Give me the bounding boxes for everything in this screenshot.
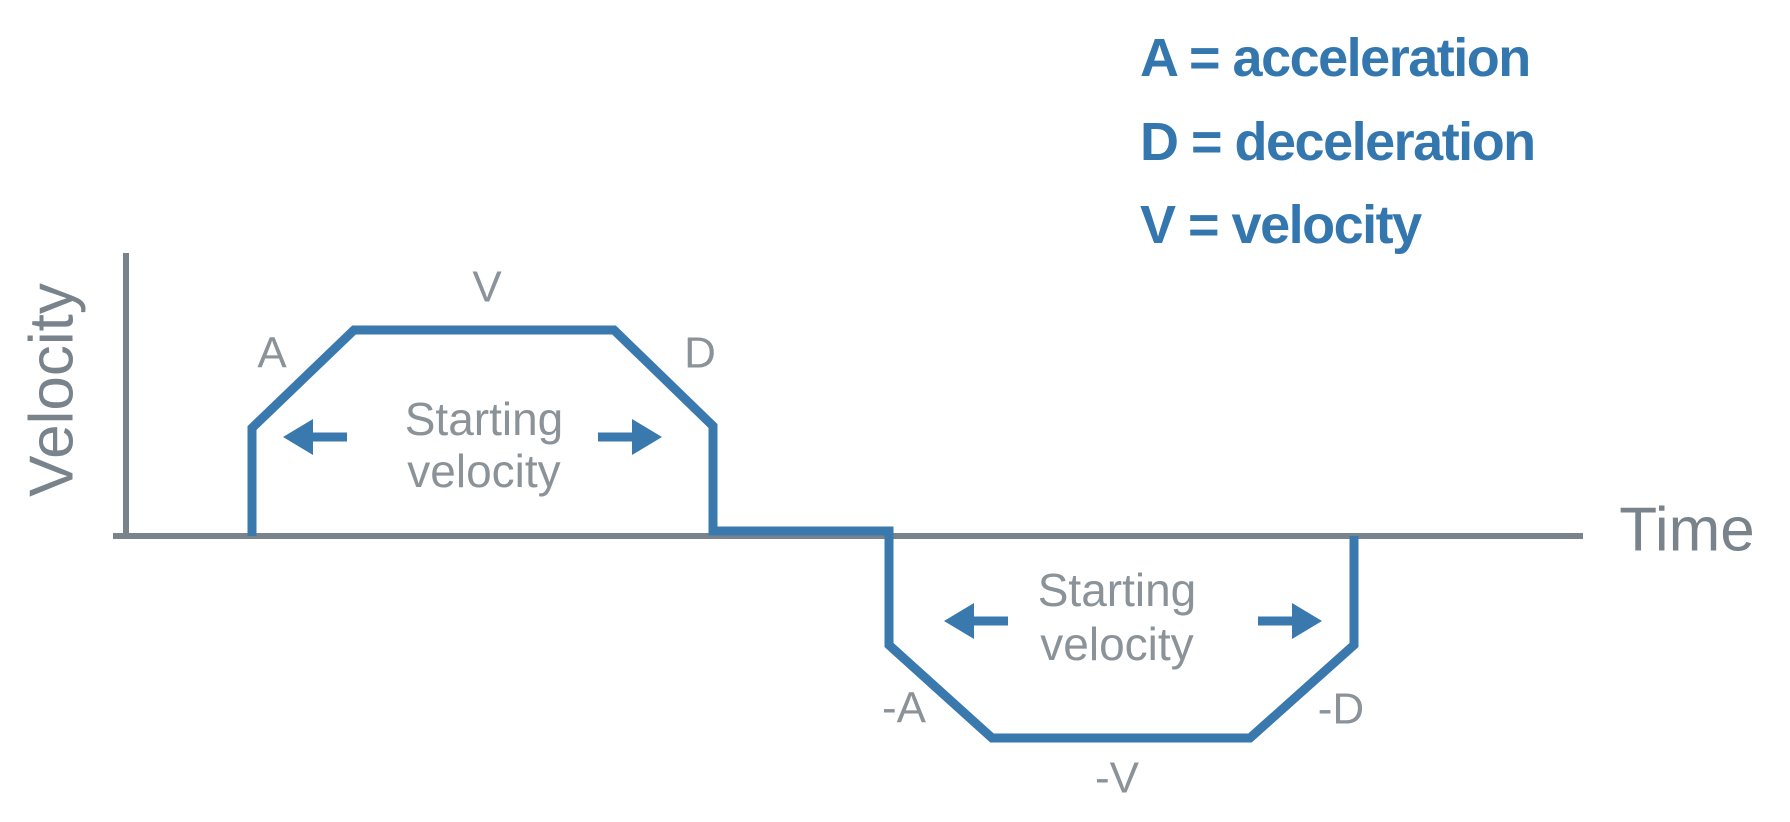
starting-velocity-annotation-negative: Starting velocity	[944, 564, 1322, 670]
legend-item-deceleration: D = deceleration	[1140, 112, 1535, 172]
annotation-text-line2: velocity	[1040, 618, 1193, 670]
right-arrow-icon	[1258, 603, 1322, 639]
annotation-text-line1: Starting	[405, 393, 564, 445]
annotation-text-line1: Starting	[1038, 564, 1197, 616]
velocity-profile-line	[247, 325, 1359, 743]
velocity-label-negative: -V	[1095, 754, 1140, 803]
left-arrow-icon	[944, 603, 1008, 639]
decel-label-positive: D	[684, 329, 716, 378]
legend: A = acceleration D = deceleration V = ve…	[1140, 28, 1536, 255]
annotation-text-line2: velocity	[407, 445, 560, 497]
accel-label-negative: -A	[882, 684, 927, 733]
accel-label-positive: A	[257, 329, 287, 378]
starting-velocity-annotation-positive: Starting velocity	[283, 393, 662, 497]
legend-item-velocity: V = velocity	[1140, 195, 1422, 255]
right-arrow-icon	[598, 419, 662, 455]
left-arrow-icon	[283, 419, 347, 455]
velocity-label-positive: V	[472, 263, 502, 312]
y-axis-label: Velocity	[18, 283, 87, 497]
x-axis-label: Time	[1619, 496, 1754, 565]
legend-item-acceleration: A = acceleration	[1140, 28, 1530, 88]
decel-label-negative: -D	[1318, 685, 1364, 734]
